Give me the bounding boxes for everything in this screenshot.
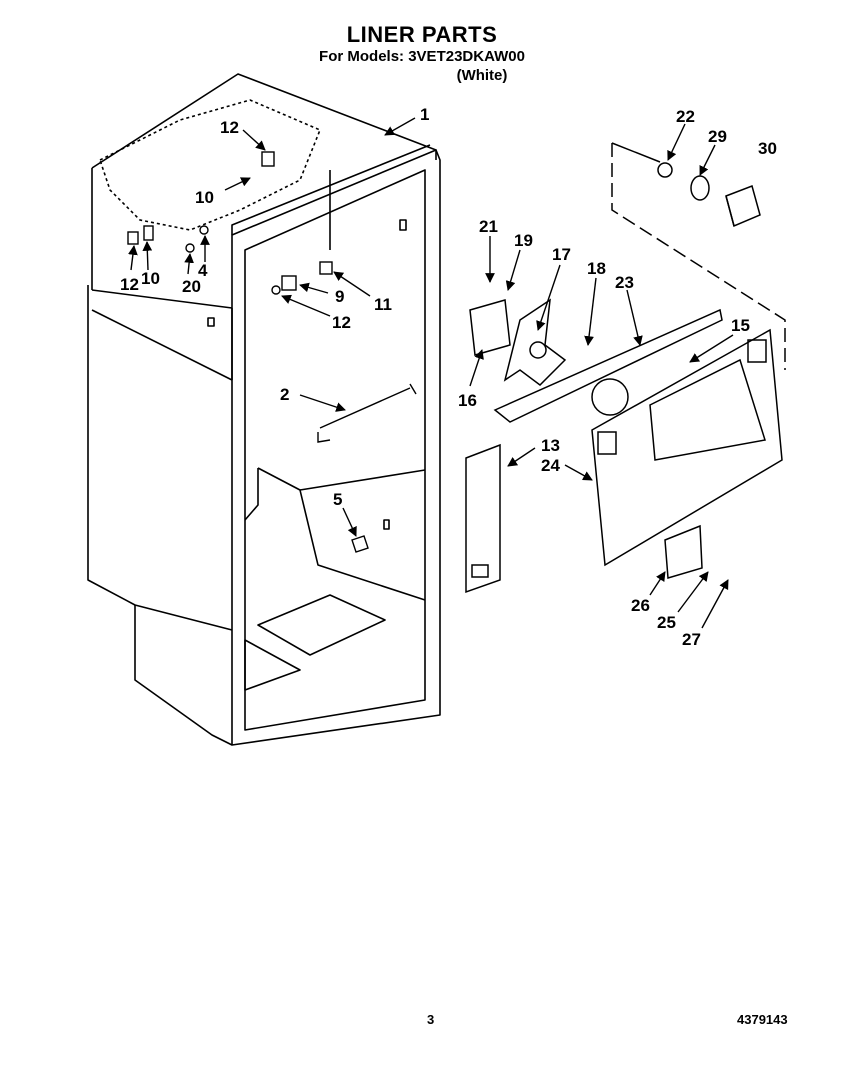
callout-19: 19 <box>514 231 533 250</box>
callout-18: 18 <box>587 259 606 278</box>
callout-24: 24 <box>541 456 560 475</box>
callout-2: 2 <box>280 385 289 404</box>
callout-12-top: 12 <box>220 118 239 137</box>
callout-13: 13 <box>541 436 560 455</box>
callout-21: 21 <box>479 217 498 236</box>
air-duct <box>465 443 501 594</box>
callout-17: 17 <box>552 245 571 264</box>
light-assembly <box>611 142 786 370</box>
callout-25: 25 <box>657 613 676 632</box>
callout-30: 30 <box>758 139 777 158</box>
model-line: For Models: 3VET23DKAW00 <box>319 48 525 65</box>
callout-22: 22 <box>676 107 695 126</box>
leader-lines <box>128 117 734 629</box>
small-hardware <box>127 151 417 553</box>
callout-12-mid: 12 <box>332 313 351 332</box>
color-variant: (White) <box>456 67 508 84</box>
callout-4: 4 <box>198 261 208 280</box>
rear-panel <box>591 328 783 579</box>
callout-23: 23 <box>615 273 634 292</box>
page-number: 3 <box>427 1012 435 1027</box>
callout-1: 1 <box>420 105 429 124</box>
callout-16: 16 <box>458 391 477 410</box>
callout-12-left: 12 <box>120 275 139 294</box>
document-number: 4379143 <box>737 1012 788 1027</box>
callout-5: 5 <box>333 490 342 509</box>
callout-9: 9 <box>335 287 344 306</box>
callout-20: 20 <box>182 277 201 296</box>
callout-10-left: 10 <box>141 269 160 288</box>
callout-11: 11 <box>374 295 392 314</box>
fan-assembly <box>469 298 723 423</box>
diagram-title: LINER PARTS <box>346 22 498 47</box>
callout-labels: 1 12 10 12 10 4 20 9 11 12 2 5 21 19 17 … <box>120 105 777 649</box>
callout-26: 26 <box>631 596 650 615</box>
callout-10-top: 10 <box>195 188 214 207</box>
refrigerator-liner <box>87 73 441 746</box>
callout-15: 15 <box>731 316 750 335</box>
callout-29: 29 <box>708 127 727 146</box>
callout-27: 27 <box>682 630 701 649</box>
